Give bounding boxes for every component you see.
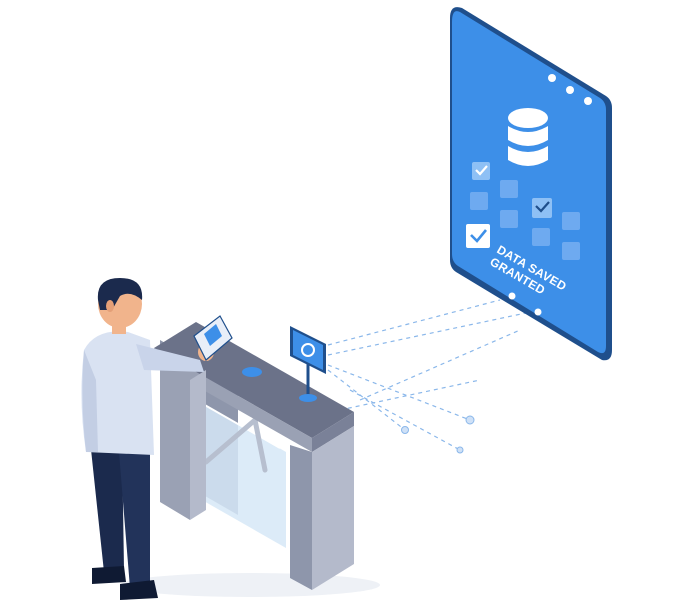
person-shoe [120, 580, 158, 600]
face-scanner [290, 326, 326, 402]
turnstile [154, 322, 354, 590]
checkmark-icon [475, 165, 488, 176]
glass-gate [188, 395, 286, 548]
status-checkbox [466, 224, 490, 248]
grid-cell-checked [472, 162, 490, 180]
id-card [193, 315, 233, 361]
tripod-arms [203, 417, 268, 473]
menu-dots [548, 74, 592, 105]
grid-cell-checked [532, 198, 552, 218]
checkmark-icon [535, 201, 550, 213]
person-shirt [81, 331, 154, 455]
grid-cell [470, 192, 488, 210]
grid-cell [500, 180, 518, 198]
database-icon [508, 108, 548, 166]
grid-cell [562, 212, 580, 230]
indicator-light [242, 367, 262, 377]
person-arm [136, 344, 204, 372]
phone-device: DATA SAVED GRANTED [450, 7, 612, 361]
scan-beams [327, 299, 541, 451]
checkbox-grid [466, 162, 580, 260]
checkmark-icon [470, 229, 488, 243]
person-leg [118, 440, 150, 588]
grid-cell [500, 210, 518, 228]
floor-shadow [120, 573, 380, 597]
person-shoe [92, 566, 126, 584]
person [81, 278, 233, 600]
grid-cell [532, 228, 550, 246]
grid-cell [562, 242, 580, 260]
phone-screen [452, 11, 606, 354]
beam-dots [401, 415, 475, 454]
person-leg [90, 440, 124, 572]
face-scan-icon [301, 343, 315, 357]
turnstile-front-side [312, 426, 354, 590]
pagination-dots [508, 292, 542, 316]
